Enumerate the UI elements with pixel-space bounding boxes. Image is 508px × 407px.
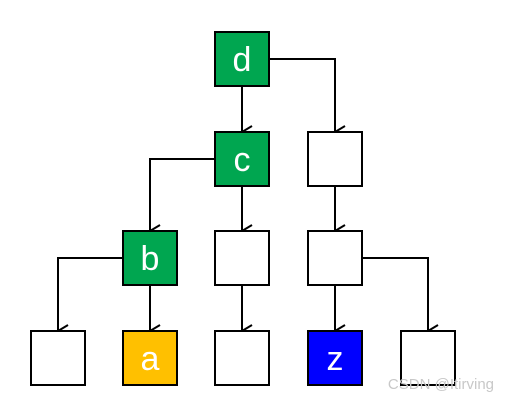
edge-c-to-b	[148, 158, 215, 238]
watermark: CSDN @Itirving	[387, 376, 494, 393]
node-r1	[307, 131, 363, 187]
node-b-box	[122, 230, 178, 286]
edges	[56, 58, 439, 338]
node-r2	[307, 230, 363, 286]
node-b: b	[122, 230, 178, 286]
node-d-label: d	[233, 41, 252, 79]
node-l1-box	[30, 330, 86, 386]
node-a: a	[122, 330, 178, 386]
node-b-label: b	[141, 240, 160, 278]
node-c-box	[214, 131, 270, 187]
node-l3	[214, 330, 270, 386]
node-c-label: c	[234, 141, 251, 179]
node-l1	[30, 330, 86, 386]
node-l5-box	[400, 330, 456, 386]
node-c2-box	[214, 230, 270, 286]
nodes: d c b a z	[30, 31, 456, 386]
node-z-box	[307, 330, 363, 386]
edge-d-to-r1	[269, 58, 346, 139]
node-a-box	[122, 330, 178, 386]
node-l5	[400, 330, 456, 386]
node-a-label: a	[141, 340, 160, 378]
node-r1-box	[307, 131, 363, 187]
node-z-label: z	[327, 340, 344, 378]
node-c2	[214, 230, 270, 286]
node-r2-box	[307, 230, 363, 286]
node-c: c	[214, 131, 270, 187]
node-z: z	[307, 330, 363, 386]
node-d-box	[214, 31, 270, 87]
edge-r2-to-l5	[362, 257, 439, 338]
node-l3-box	[214, 330, 270, 386]
node-d: d	[214, 31, 270, 87]
edge-b-to-l1	[56, 257, 123, 338]
